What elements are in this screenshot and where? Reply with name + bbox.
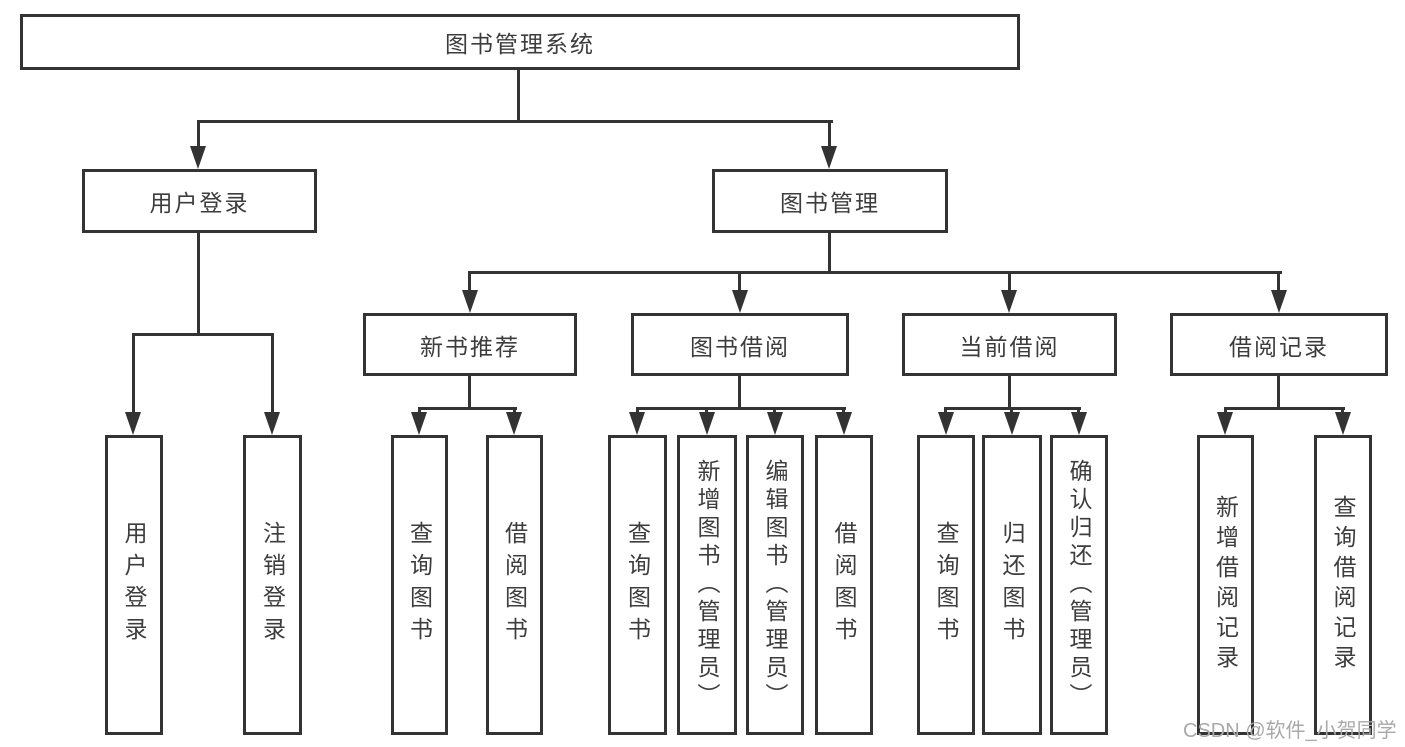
leaf-br-query-record-label: 查询借阅记录	[1330, 495, 1356, 675]
leaf-rec-borrow-books: 借阅图书	[486, 435, 543, 735]
arrow-down-icon	[1217, 412, 1233, 435]
csdn-watermark: CSDN @软件_小贺同学	[1183, 720, 1397, 742]
arrow-down-icon	[1001, 290, 1017, 313]
connector-records-drop-1	[1224, 408, 1227, 414]
leaf-bb-add-books-admin-label: 新增图书（管理员）	[694, 459, 720, 711]
node-root: 图书管理系统	[20, 14, 1020, 70]
leaf-user-login: 用户登录	[105, 435, 163, 735]
connector-user-login-branch	[132, 333, 274, 336]
connector-l2-drop-4	[1277, 274, 1280, 291]
arrow-down-icon	[629, 412, 645, 435]
arrow-down-icon	[462, 290, 478, 313]
connector-recommend-branch	[418, 407, 517, 410]
connector-root-stub	[517, 70, 520, 122]
node-user-login: 用户登录	[82, 169, 317, 233]
leaf-cb-confirm-return-admin: 确认归还（管理员）	[1050, 435, 1108, 735]
node-current-borrow: 当前借阅	[902, 313, 1117, 376]
arrow-down-icon	[836, 412, 852, 435]
connector-l1-drop-right	[828, 120, 831, 148]
leaf-rec-borrow-books-label: 借阅图书	[501, 521, 528, 649]
leaf-cb-return-books: 归还图书	[982, 435, 1042, 735]
node-new-book-recommend: 新书推荐	[363, 313, 577, 376]
connector-borrow-drop-1	[636, 408, 639, 414]
leaf-logout-login-label: 注销登录	[259, 521, 286, 649]
arrow-down-icon	[190, 146, 206, 169]
node-book-borrow: 图书借阅	[631, 313, 849, 376]
leaf-rec-query-books-label: 查询图书	[406, 521, 433, 649]
connector-user-login-drop-2	[271, 336, 274, 413]
leaf-logout-login: 注销登录	[243, 435, 302, 735]
connector-recommend-drop-1	[418, 408, 421, 414]
arrow-down-icon	[411, 412, 427, 435]
connector-current-drop-3	[1077, 408, 1080, 414]
node-user-login-label: 用户登录	[149, 190, 250, 216]
leaf-cb-return-books-label: 归还图书	[999, 521, 1025, 649]
leaf-bb-edit-books-admin: 编辑图书（管理员）	[746, 435, 804, 735]
connector-l1-branch	[197, 120, 833, 123]
connector-user-login-drop-1	[132, 336, 135, 413]
leaf-user-login-label: 用户登录	[121, 521, 147, 649]
leaf-br-query-record: 查询借阅记录	[1314, 435, 1372, 735]
arrow-down-icon	[1071, 412, 1087, 435]
leaf-bb-add-books-admin: 新增图书（管理员）	[677, 435, 737, 735]
node-book-borrow-label: 图书借阅	[690, 333, 790, 360]
arrow-down-icon	[699, 412, 715, 435]
connector-current-drop-1	[944, 408, 947, 414]
arrow-down-icon	[767, 412, 783, 435]
node-new-book-recommend-label: 新书推荐	[420, 333, 520, 360]
node-book-management-label: 图书管理	[780, 190, 880, 216]
leaf-bb-query-books: 查询图书	[608, 435, 667, 735]
arrow-down-icon	[1335, 412, 1351, 435]
connector-book-management-stub	[828, 233, 831, 274]
arrow-down-icon	[506, 412, 522, 435]
leaf-bb-edit-books-admin-label: 编辑图书（管理员）	[762, 459, 788, 711]
arrow-down-icon	[1004, 412, 1020, 435]
connector-user-login-stub	[197, 233, 200, 336]
connector-records-drop-2	[1341, 408, 1344, 414]
leaf-cb-query-books: 查询图书	[917, 435, 975, 735]
connector-borrow-branch	[636, 407, 846, 410]
connector-recommend-drop-2	[513, 408, 516, 414]
leaf-br-add-record-label: 新增借阅记录	[1212, 495, 1239, 675]
connector-borrow-drop-3	[773, 408, 776, 414]
leaf-bb-borrow-books: 借阅图书	[815, 435, 873, 735]
node-book-management: 图书管理	[712, 169, 948, 233]
leaf-cb-query-books-label: 查询图书	[933, 521, 959, 649]
leaf-rec-query-books: 查询图书	[391, 435, 448, 735]
node-current-borrow-label: 当前借阅	[959, 333, 1060, 360]
connector-recommend-stub	[468, 376, 471, 410]
arrow-down-icon	[732, 290, 748, 313]
leaf-bb-query-books-label: 查询图书	[624, 521, 651, 649]
connector-borrow-stub	[738, 376, 741, 410]
arrow-down-icon	[821, 146, 837, 169]
connector-borrow-drop-2	[705, 408, 708, 414]
node-root-label: 图书管理系统	[445, 31, 595, 57]
connector-l2-drop-2	[738, 274, 741, 291]
connector-l2-branch	[468, 271, 1282, 274]
node-borrow-records: 借阅记录	[1170, 313, 1388, 376]
leaf-bb-borrow-books-label: 借阅图书	[831, 521, 857, 649]
node-borrow-records-label: 借阅记录	[1229, 333, 1329, 360]
connector-records-stub	[1277, 376, 1280, 410]
connector-l2-drop-1	[468, 274, 471, 291]
arrow-down-icon	[264, 412, 280, 435]
arrow-down-icon	[938, 412, 954, 435]
arrow-down-icon	[125, 412, 141, 435]
connector-current-drop-2	[1010, 408, 1013, 414]
connector-l2-drop-3	[1008, 274, 1011, 291]
arrow-down-icon	[1271, 290, 1287, 313]
leaf-br-add-record: 新增借阅记录	[1197, 435, 1254, 735]
connector-l1-drop-left	[197, 120, 200, 148]
connector-current-stub	[1008, 376, 1011, 410]
connector-records-branch	[1224, 407, 1345, 410]
connector-borrow-drop-4	[842, 408, 845, 414]
leaf-cb-confirm-return-admin-label: 确认归还（管理员）	[1066, 459, 1092, 711]
